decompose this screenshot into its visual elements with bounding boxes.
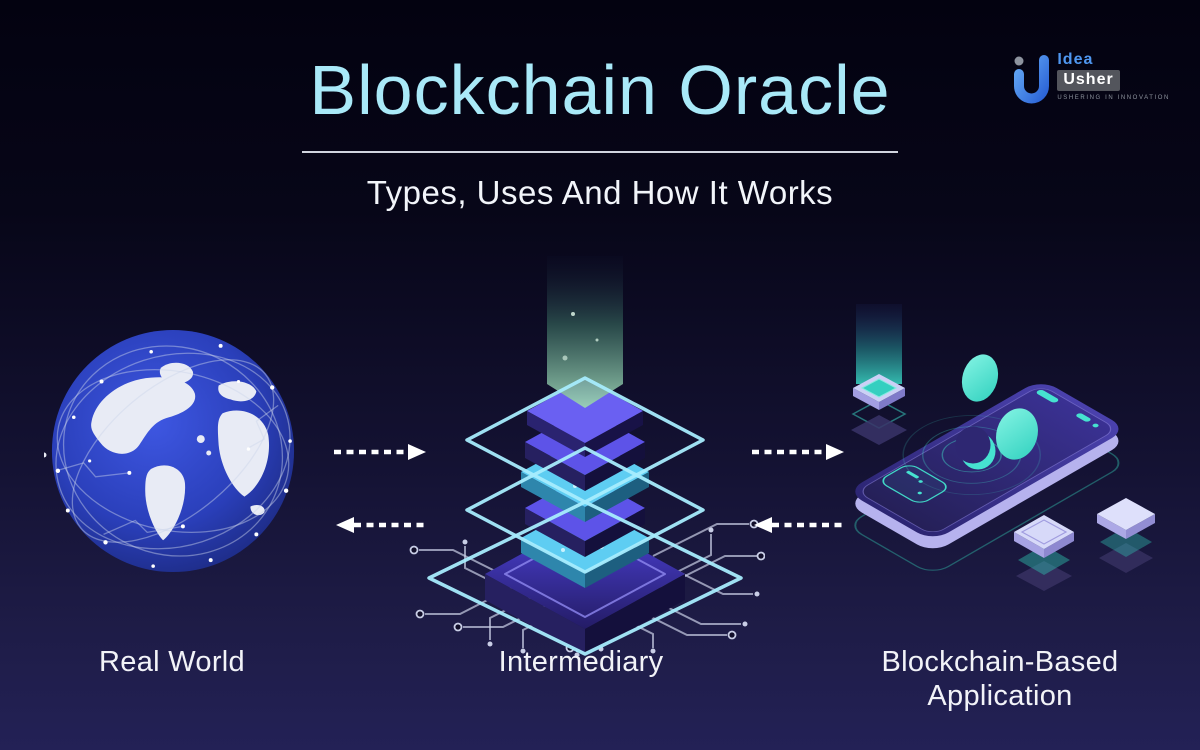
- floating-block: [1097, 498, 1155, 573]
- network-dots: [55, 343, 292, 568]
- page-title: Blockchain Oracle: [309, 51, 891, 129]
- logo-brand-usher: Usher: [1057, 70, 1120, 91]
- camera-pill: [1076, 413, 1091, 422]
- blockchain-stack-illustration: [409, 256, 765, 656]
- stack-layers: [521, 379, 649, 588]
- arrow-intermediary-to-app: [752, 444, 844, 460]
- label-intermediary: Intermediary: [498, 646, 664, 678]
- logo-text: Idea Usher USHERING IN INNOVATION: [1057, 52, 1170, 101]
- speaker-pill: [1036, 390, 1059, 403]
- idea-usher-logo-icon: [1014, 55, 1050, 104]
- logo-tagline: USHERING IN INNOVATION: [1057, 95, 1170, 101]
- title-divider: [302, 151, 898, 153]
- coin-icons: [955, 354, 1038, 470]
- network-lines: [55, 345, 291, 557]
- wireframe-diamonds: [427, 376, 743, 656]
- page-subtitle: Types, Uses And How It Works: [366, 174, 834, 211]
- smartphone-illustration: [851, 304, 1155, 591]
- light-beam: [547, 256, 623, 408]
- arrow-intermediary-to-real: [336, 517, 428, 533]
- globe-illustration: [44, 329, 295, 573]
- screen-search-bar: [882, 465, 947, 503]
- label-real-world: Real World: [99, 646, 245, 678]
- arrow-app-to-intermediary: [754, 517, 846, 533]
- arrow-real-to-intermediary: [334, 444, 426, 460]
- continents: [44, 362, 270, 541]
- floating-block: [1014, 515, 1074, 591]
- logo-brand-idea: Idea: [1057, 51, 1094, 68]
- brand-logo: Idea Usher USHERING IN INNOVATION: [1009, 52, 1170, 106]
- label-blockchain-application: Blockchain-Based Application: [881, 646, 1119, 712]
- block-with-beam: [851, 304, 907, 445]
- camera-dot: [1092, 423, 1099, 428]
